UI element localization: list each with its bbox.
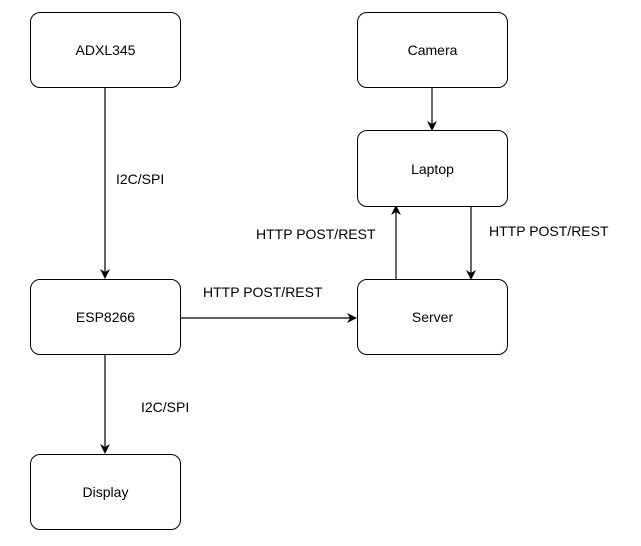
edge-label-server-laptop: HTTP POST/REST (256, 226, 376, 242)
edge-label-adxl-esp: I2C/SPI (116, 171, 165, 187)
edge-label-esp-display: I2C/SPI (141, 399, 190, 415)
edge-label-esp-server: HTTP POST/REST (203, 284, 323, 300)
node-server[interactable]: Server (357, 279, 508, 355)
node-esp8266-label: ESP8266 (75, 309, 136, 325)
node-camera[interactable]: Camera (357, 12, 508, 88)
node-laptop-label: Laptop (411, 160, 454, 177)
node-adxl345[interactable]: ADXL345 (30, 12, 181, 88)
node-laptop[interactable]: Laptop (357, 130, 508, 207)
node-camera-label: Camera (407, 42, 458, 58)
node-esp8266[interactable]: ESP8266 (30, 279, 181, 355)
node-adxl345-label: ADXL345 (75, 42, 136, 58)
node-display-label: Display (82, 484, 129, 500)
edge-label-laptop-server: HTTP POST/REST (489, 223, 609, 239)
node-display[interactable]: Display (30, 454, 181, 530)
node-server-label: Server (411, 309, 454, 325)
